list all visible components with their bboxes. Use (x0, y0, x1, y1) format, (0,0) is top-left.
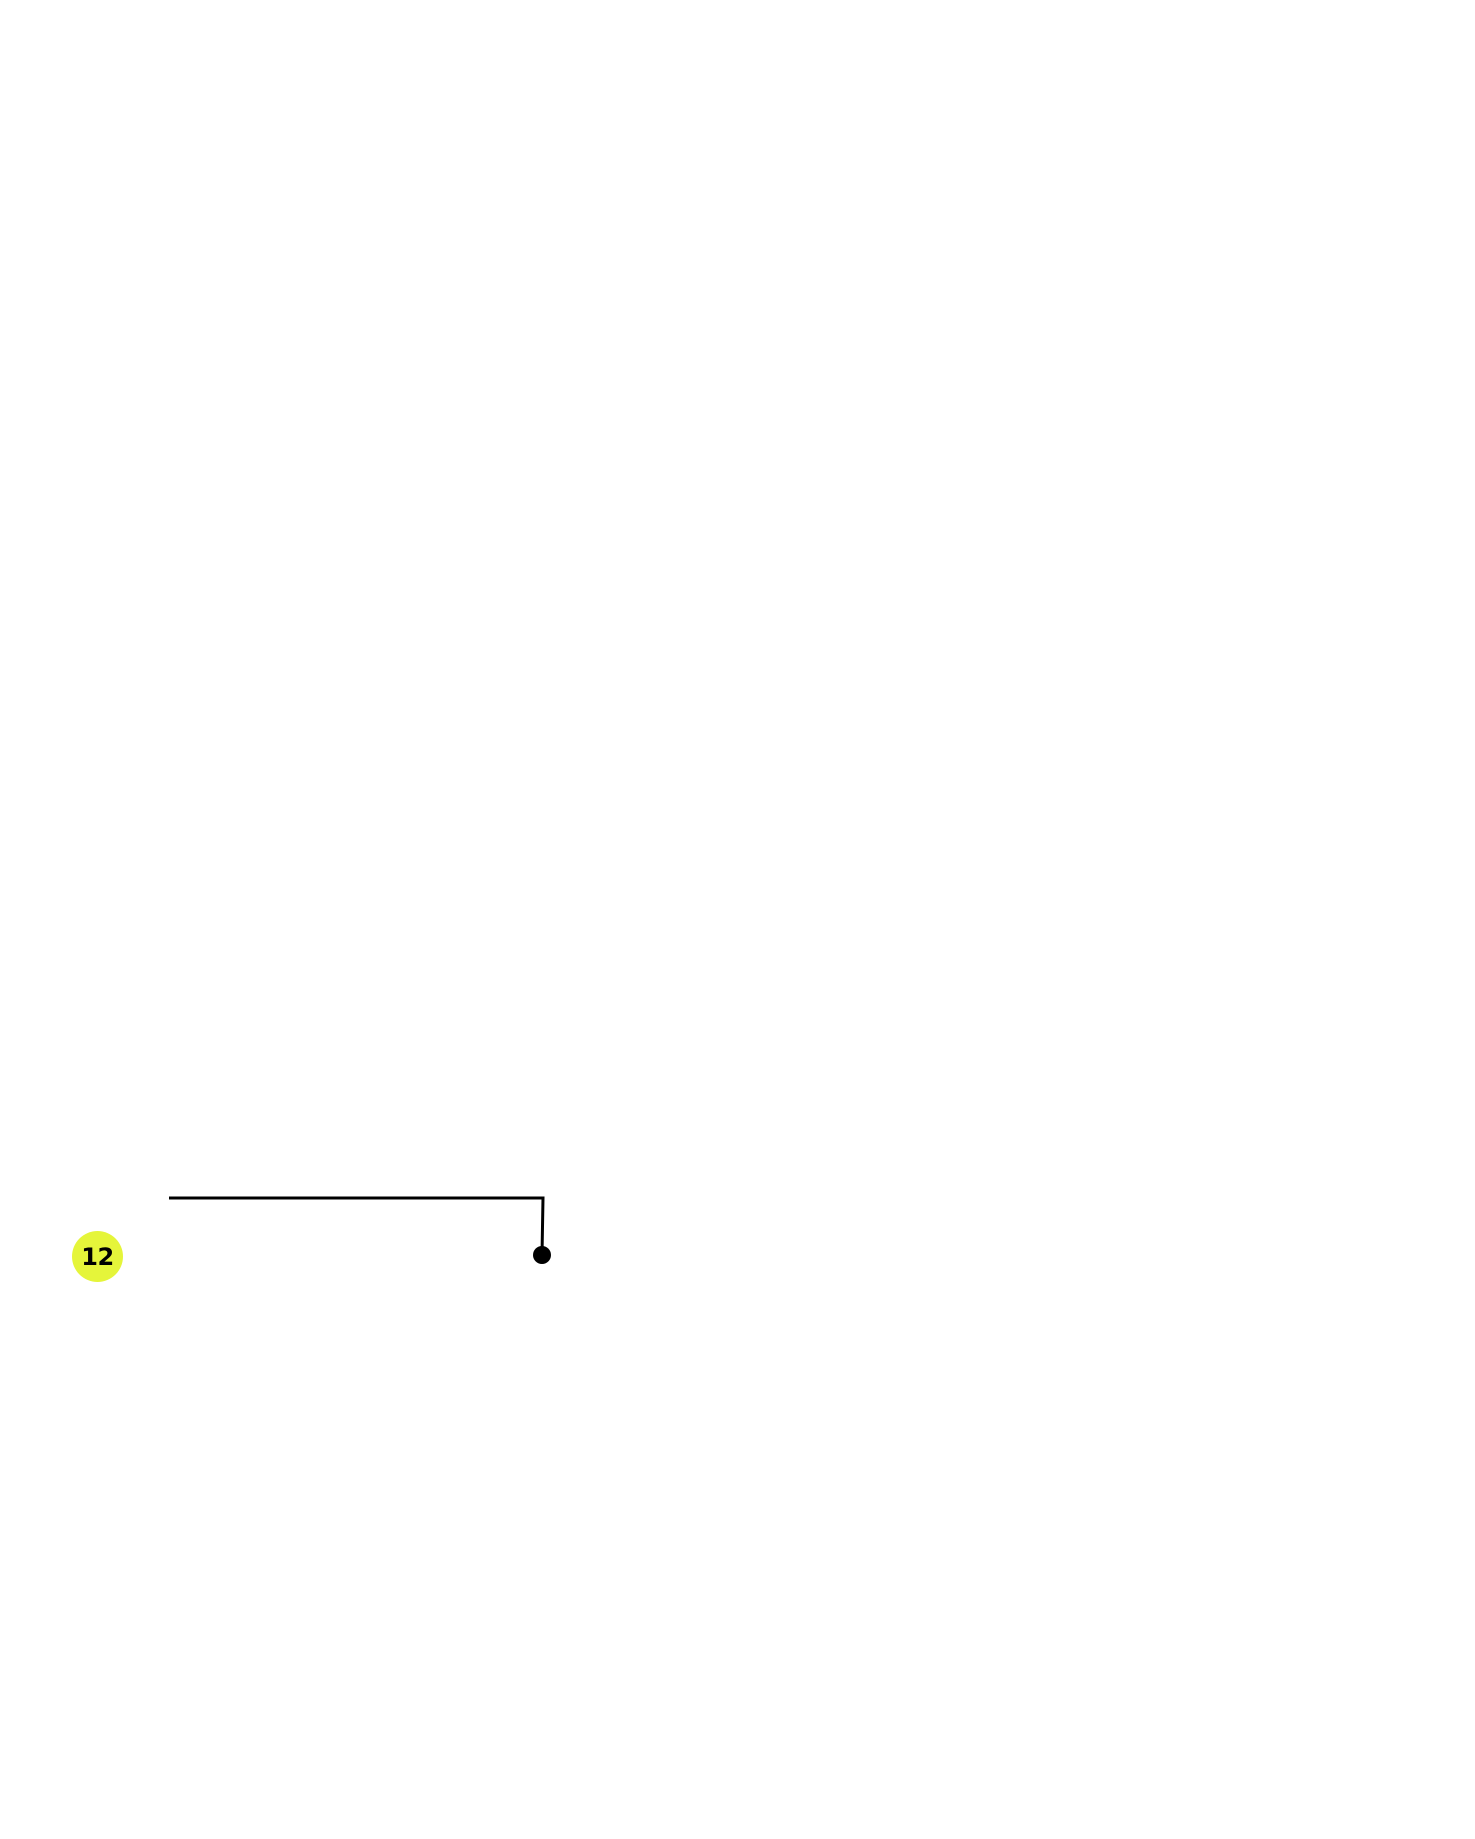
callout-number: 12 (81, 1242, 114, 1271)
callout-leader-line (169, 1196, 545, 1256)
callout-badge: 12 (72, 1231, 123, 1282)
callout-anchor-dot (533, 1246, 551, 1264)
